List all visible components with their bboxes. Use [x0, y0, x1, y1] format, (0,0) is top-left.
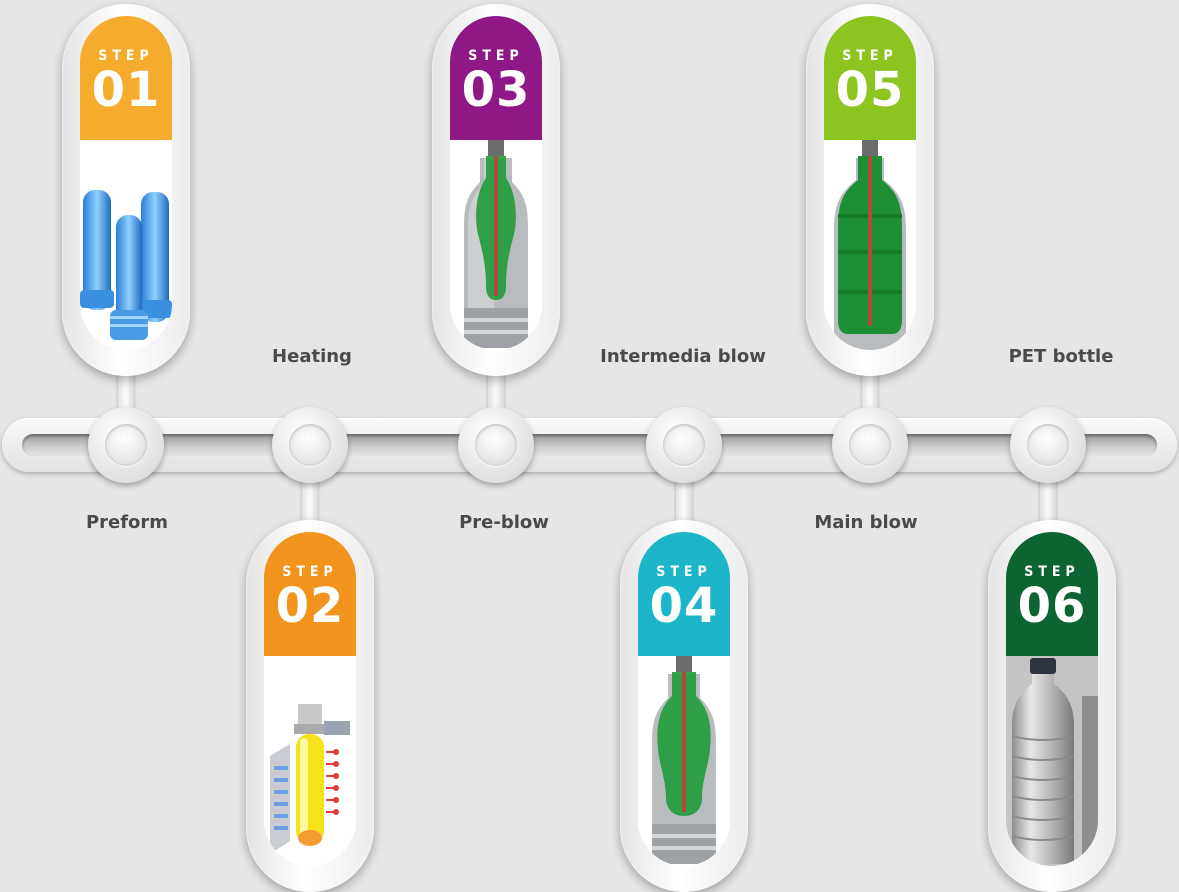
timeline-node-01	[88, 407, 164, 483]
heating-image	[264, 656, 356, 866]
timeline-node-03	[458, 407, 534, 483]
step-label-02: Heating	[272, 346, 352, 367]
step-number: 01	[80, 66, 172, 114]
step-card-06: STEP 06	[988, 520, 1116, 892]
step-label-03: Pre-blow	[459, 512, 549, 533]
step-number: 05	[824, 66, 916, 114]
step-card-02: STEP 02	[246, 520, 374, 892]
intermedia-blow-image	[638, 656, 730, 866]
preform-image	[80, 140, 172, 350]
timeline-node-06	[1010, 407, 1086, 483]
step-badge-03: STEP 03	[450, 16, 542, 140]
timeline-node-02	[272, 407, 348, 483]
step-label-01: Preform	[86, 512, 168, 533]
step-label-05: Main blow	[814, 512, 917, 533]
step-number: 02	[264, 582, 356, 630]
timeline-track	[22, 434, 1157, 456]
step-card-04: STEP 04	[620, 520, 748, 892]
step-card-03: STEP 03	[432, 4, 560, 376]
step-badge-04: STEP 04	[638, 532, 730, 656]
timeline-node-04	[646, 407, 722, 483]
step-number: 04	[638, 582, 730, 630]
pre-blow-image	[450, 140, 542, 350]
step-badge-02: STEP 02	[264, 532, 356, 656]
step-badge-01: STEP 01	[80, 16, 172, 140]
step-label-04: Intermedia blow	[600, 346, 766, 367]
step-badge-06: STEP 06	[1006, 532, 1098, 656]
step-number: 03	[450, 66, 542, 114]
main-blow-image	[824, 140, 916, 350]
step-card-01: STEP 01	[62, 4, 190, 376]
step-label-06: PET bottle	[1009, 346, 1114, 367]
timeline-node-05	[832, 407, 908, 483]
step-badge-05: STEP 05	[824, 16, 916, 140]
step-card-05: STEP 05	[806, 4, 934, 376]
step-number: 06	[1006, 582, 1098, 630]
pet-bottle-image	[1006, 656, 1098, 866]
